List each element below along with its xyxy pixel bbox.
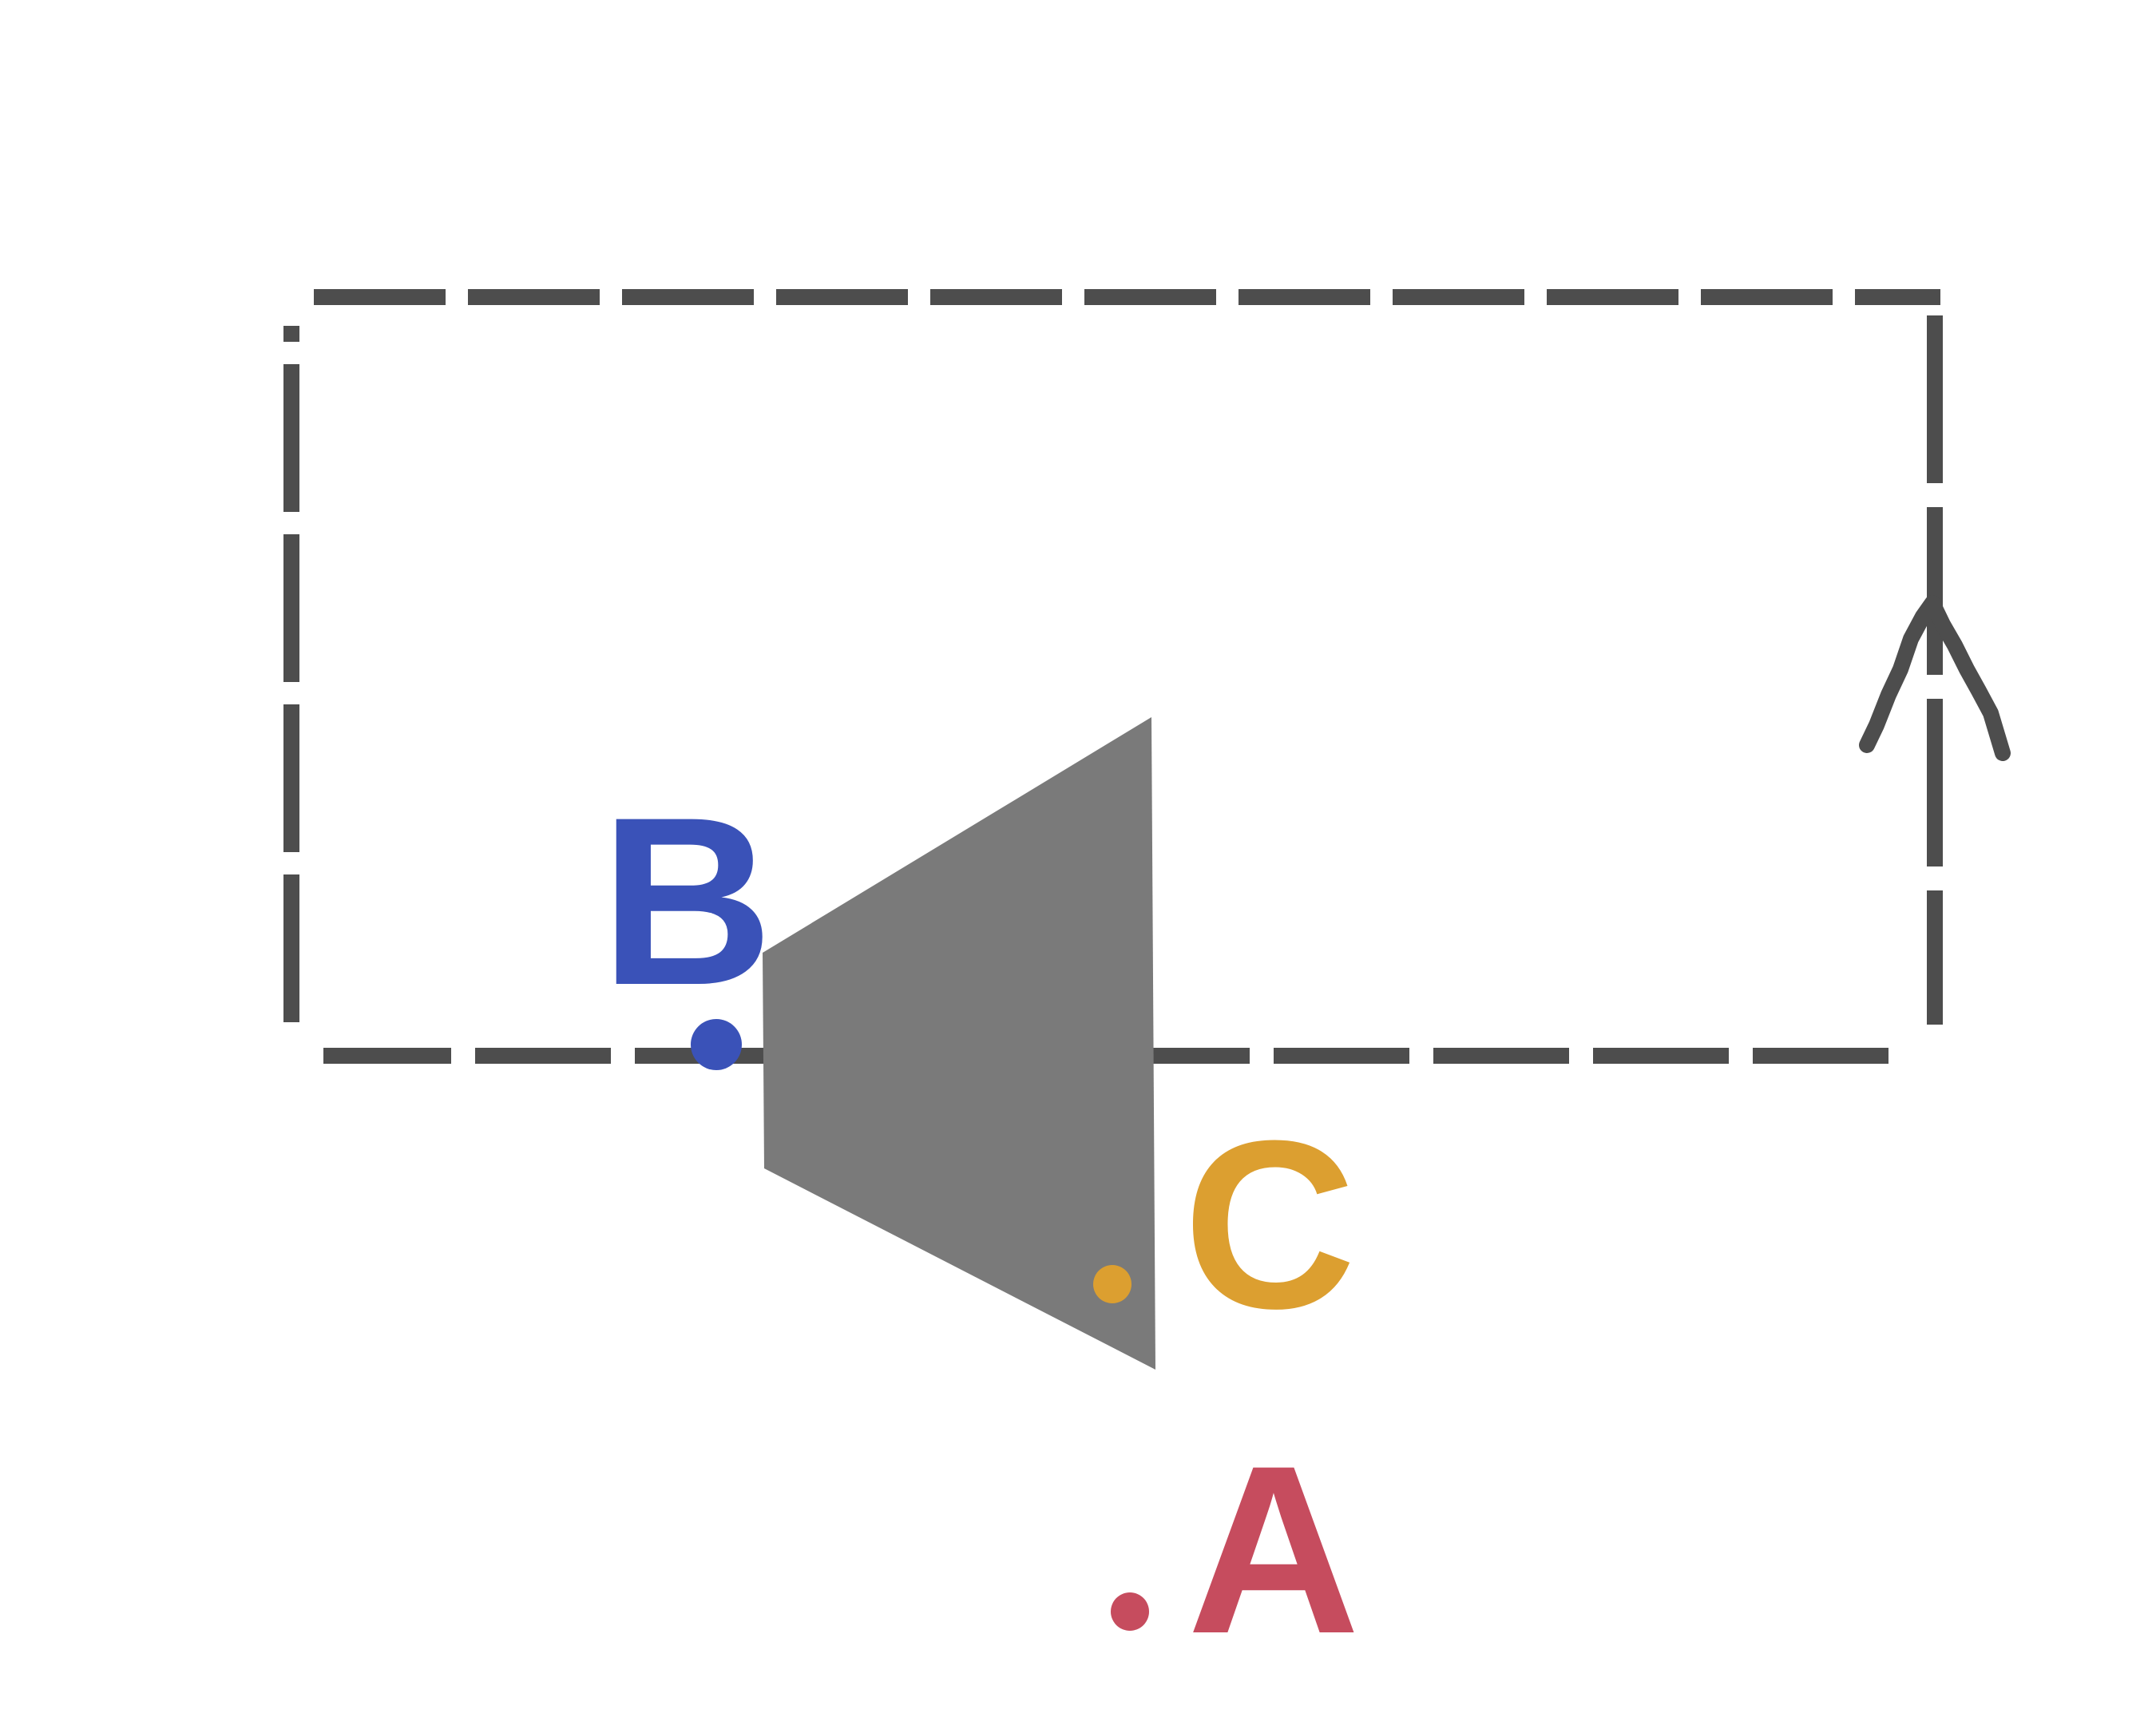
dashed-frame bbox=[283, 289, 1943, 1064]
point-a-dot bbox=[1111, 1592, 1149, 1631]
point-c-label: C bbox=[1183, 1090, 1357, 1358]
arrowhead-up-icon bbox=[1859, 595, 2011, 761]
point-b-label: B bbox=[600, 767, 774, 1035]
trapezoid-shape bbox=[763, 717, 1155, 1370]
point-b-dot bbox=[691, 1019, 742, 1070]
point-c-dot bbox=[1093, 1265, 1132, 1303]
point-a-label: A bbox=[1187, 1415, 1361, 1683]
